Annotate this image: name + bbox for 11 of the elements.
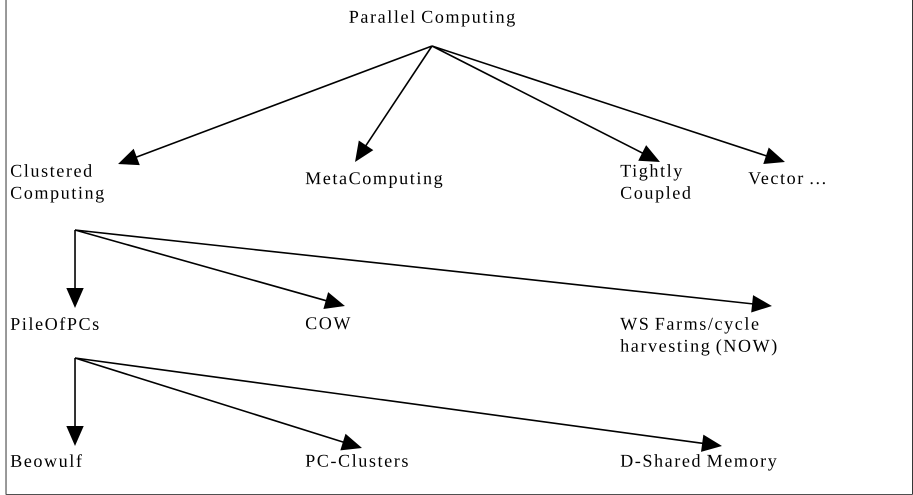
node-label: PileOfPCs xyxy=(10,317,99,330)
node-label: Vector ... xyxy=(748,172,825,184)
node-label: Beowulf xyxy=(10,454,82,468)
node-label: PC-Clusters xyxy=(306,454,408,467)
node-label: WS Farms/cycle harvesting (NOW) xyxy=(620,317,776,356)
node-label: MetaComputing xyxy=(306,172,442,188)
node-label: Tightly Coupled xyxy=(620,164,691,202)
node-label: COW xyxy=(306,317,350,330)
node-label: Parallel Computing xyxy=(349,10,515,27)
node-label: Clustered Computing xyxy=(10,164,104,203)
node-label: D-Shared Memory xyxy=(620,454,777,471)
